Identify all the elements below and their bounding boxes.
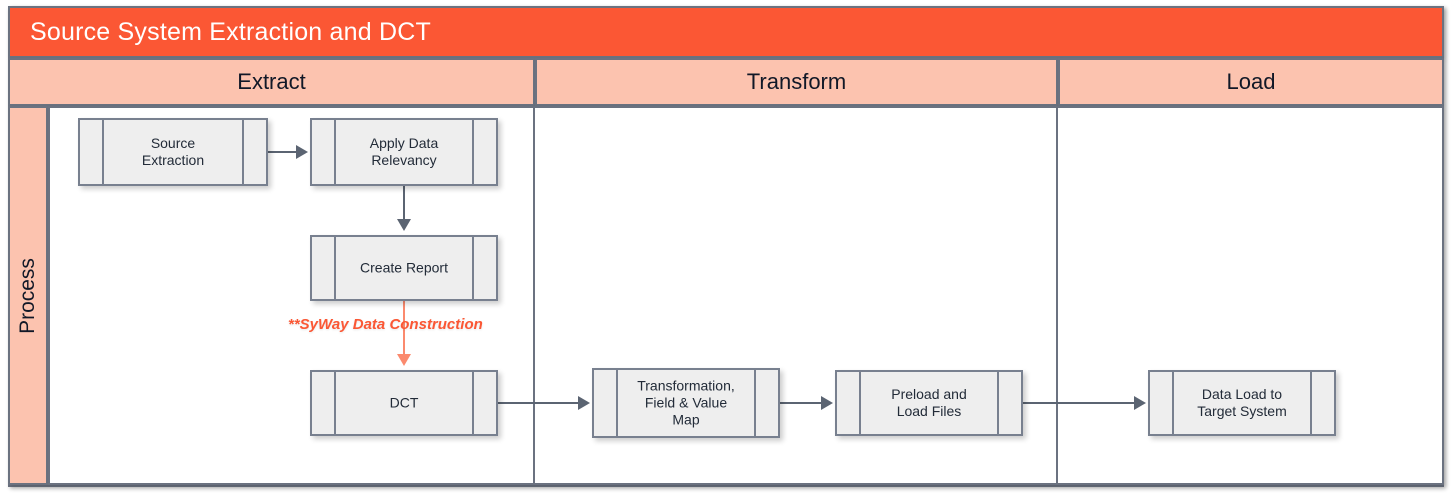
arrowhead-dct-to-transform — [578, 396, 590, 410]
process-node-label: DCT — [389, 394, 419, 411]
connector-transform-to-preload — [780, 402, 823, 404]
connector-relevancy-to-report — [403, 186, 405, 221]
connector-preload-to-dataload — [1023, 402, 1136, 404]
arrowhead-preload-to-dataload — [1134, 396, 1146, 410]
connector-source-to-relevancy — [268, 151, 298, 153]
swimlane-label-process: Process — [8, 106, 48, 485]
arrowhead-transform-to-preload — [821, 396, 833, 410]
phase-header-extract[interactable]: Extract — [8, 58, 535, 106]
connector-report-to-dct — [403, 301, 405, 356]
connector-dct-to-transform — [498, 402, 580, 404]
arrowhead-source-to-relevancy — [296, 145, 308, 159]
column-divider-transform-load — [1056, 106, 1058, 485]
process-node-create-report[interactable]: Create Report — [310, 235, 498, 301]
annotation-syway-data-construction: **SyWay Data Construction — [288, 316, 483, 333]
process-node-dct[interactable]: DCT — [310, 370, 498, 436]
page-title: Source System Extraction and DCT — [30, 17, 431, 46]
column-divider-extract-transform — [533, 106, 535, 485]
arrowhead-relevancy-to-report — [397, 219, 411, 231]
diagram-title-bar: Source System Extraction and DCT — [8, 6, 1444, 58]
process-node-label: Create Report — [360, 259, 448, 276]
arrowhead-report-to-dct — [397, 354, 411, 366]
swimlane-label-text: Process — [16, 257, 39, 334]
phase-header-load[interactable]: Load — [1058, 58, 1444, 106]
phase-header-transform[interactable]: Transform — [535, 58, 1058, 106]
